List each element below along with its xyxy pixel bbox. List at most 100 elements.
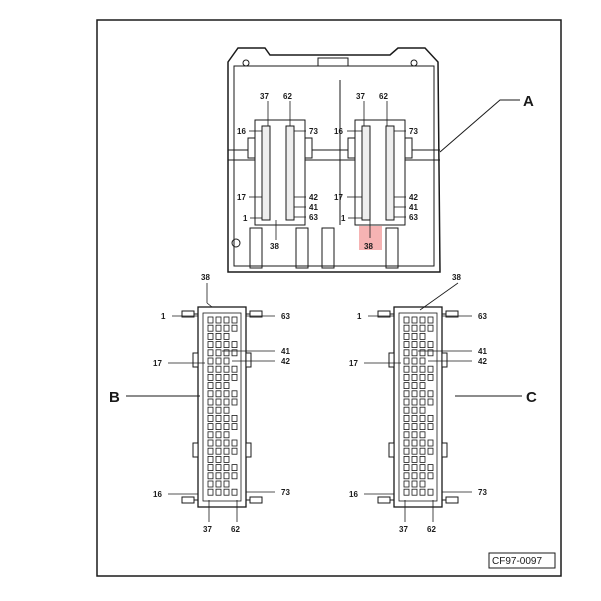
a-right-pin-73: 73	[409, 127, 418, 136]
connector-b-cavity	[207, 332, 214, 340]
connector-c-cavity	[411, 472, 418, 480]
connector-b-cavity	[223, 390, 230, 398]
b-pin-1: 1	[161, 312, 166, 321]
connector-b-cavity	[223, 365, 230, 373]
connector-b-cavity	[207, 316, 214, 324]
b-pin-37: 37	[203, 525, 212, 534]
connector-c-cavity	[411, 464, 418, 472]
connector-c-cavity	[419, 382, 426, 389]
connector-c-cavity	[411, 455, 418, 463]
connector-b-cavity	[223, 415, 230, 422]
c-pin-73: 73	[478, 488, 487, 497]
connector-b-cavity	[223, 439, 230, 447]
connector-b-cavity	[215, 349, 222, 357]
connector-b-cavity	[207, 439, 214, 447]
connector-b-cavity	[223, 349, 230, 357]
connector-b-cavity	[223, 324, 230, 332]
connector-c-cavity	[419, 464, 426, 472]
connector-b-cavity	[231, 324, 238, 332]
connector-c	[377, 306, 459, 508]
connector-b-cavity	[215, 464, 222, 472]
module-a-left-labels	[249, 101, 306, 240]
connector-b-cavity	[231, 349, 238, 357]
connector-c-cavity	[411, 349, 418, 357]
connector-b-cavity	[223, 332, 230, 340]
connector-b-cavity	[223, 374, 230, 381]
connector-b-cavity	[223, 464, 230, 472]
c-pin-62: 62	[427, 525, 436, 534]
connector-c-cavity	[427, 447, 434, 455]
b-pin-17: 17	[153, 359, 162, 368]
a-right-pin-17: 17	[334, 193, 343, 202]
connector-b-cavity	[231, 423, 238, 430]
a-left-pin-41: 41	[309, 203, 318, 212]
connector-c-cavity	[419, 398, 426, 406]
connector-c-cavity	[419, 447, 426, 455]
connector-b-cavity	[223, 341, 230, 349]
figure-code: CF97-0097	[492, 556, 542, 567]
connector-b-cavity	[223, 447, 230, 455]
connector-c-cavity	[403, 374, 410, 381]
connector-b-cavity	[215, 390, 222, 398]
connector-c-cavity	[427, 365, 434, 373]
connector-c-cavity	[411, 374, 418, 381]
c-pin-38: 38	[452, 273, 461, 282]
connector-b-cavity	[207, 423, 214, 430]
connector-c-cavity	[411, 415, 418, 422]
b-pin-38: 38	[201, 273, 210, 282]
connector-b-cavity	[207, 398, 214, 406]
connector-b-cavity	[215, 406, 222, 414]
a-left-pin-37: 37	[260, 92, 269, 101]
connector-c-cavity	[411, 480, 418, 488]
a-left-pin-73: 73	[309, 127, 318, 136]
a-left-pin-42: 42	[309, 193, 318, 202]
connector-b-cavity	[231, 365, 238, 373]
connector-b-cavity	[207, 324, 214, 332]
connector-c-cavity	[411, 390, 418, 398]
connector-c-cavity	[411, 357, 418, 365]
connector-c-cavity	[411, 324, 418, 332]
connector-c-cavity	[403, 316, 410, 324]
connector-b-cavity	[207, 406, 214, 414]
connector-c-cavity	[427, 398, 434, 406]
b-pin-63: 63	[281, 312, 290, 321]
connector-b-cavity	[215, 488, 222, 496]
connector-c-cavity	[419, 455, 426, 463]
module-a-right-labels	[347, 101, 406, 238]
connector-c-cavity	[411, 382, 418, 389]
connector-b-cavity	[207, 488, 214, 496]
connector-b	[181, 306, 263, 508]
connector-c-cavity	[419, 415, 426, 422]
connector-b-cavity	[231, 390, 238, 398]
callout-a-leader	[439, 99, 520, 153]
connector-b-cavity	[207, 455, 214, 463]
a-left-pin-62: 62	[283, 92, 292, 101]
c-pin-17: 17	[349, 359, 358, 368]
connector-b-cavity	[215, 415, 222, 422]
connector-b-cavity	[231, 316, 238, 324]
callout-b-label: B	[109, 389, 120, 406]
connector-c-cavity	[411, 341, 418, 349]
connector-c-cavity	[419, 365, 426, 373]
connector-b-cavity	[215, 341, 222, 349]
connector-b-cavity	[223, 455, 230, 463]
connector-b-cavity	[231, 464, 238, 472]
connector-b-cavity	[215, 365, 222, 373]
connector-b-cavity	[215, 316, 222, 324]
connector-c-cavity	[411, 439, 418, 447]
connector-c-cavity	[419, 341, 426, 349]
connector-c-cavity	[427, 464, 434, 472]
connector-c-cavity	[419, 390, 426, 398]
connector-b-cavity	[207, 374, 214, 381]
connector-b-cavity	[215, 439, 222, 447]
connector-b-cavity	[215, 324, 222, 332]
connector-c-cavity	[411, 365, 418, 373]
connector-c-cavity	[411, 332, 418, 340]
connector-c-cavity	[403, 415, 410, 422]
connector-b-cavity	[215, 357, 222, 365]
callout-c-label: C	[526, 389, 537, 406]
connector-b-cavity	[231, 374, 238, 381]
a-right-pin-42: 42	[409, 193, 418, 202]
connector-b-leaders	[168, 283, 275, 522]
